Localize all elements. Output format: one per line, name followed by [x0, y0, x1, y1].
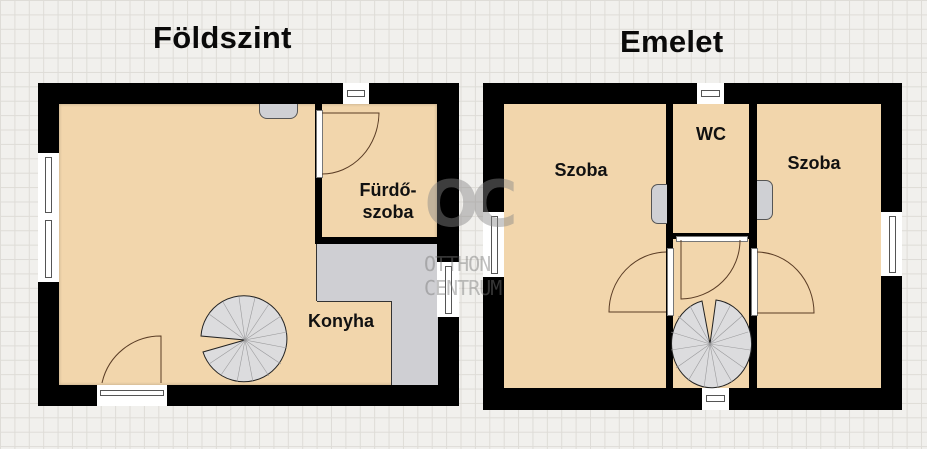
radiator-right-icon: [757, 180, 773, 220]
kitchen-counter-side: [391, 301, 438, 385]
right-room-door-frame: [751, 248, 758, 316]
partition-left: [666, 104, 673, 388]
room-label-kitchen: Konyha: [307, 311, 374, 331]
room-floor-right: [757, 104, 881, 388]
room-label-right-room: Szoba: [787, 153, 841, 173]
wc-door-frame: [676, 236, 748, 242]
room-label-left-room: Szoba: [554, 160, 608, 180]
entrance-door-frame: [97, 385, 167, 406]
watermark-monogram: OC: [424, 168, 517, 242]
room-label-bathroom: Fürdő- szoba: [338, 179, 438, 223]
window-bottom-stairs: [702, 388, 729, 410]
room-floor-left: [504, 104, 666, 388]
bathroom-partition-horizontal: [315, 237, 437, 244]
bathroom-door-frame: [316, 110, 323, 178]
left-room-door-frame: [667, 248, 674, 316]
bathroom-label-line2: szoba: [362, 202, 414, 222]
ground-floor-title: Földszint: [153, 20, 292, 55]
partition-right: [749, 104, 757, 388]
room-label-wc: WC: [696, 124, 726, 144]
window-upper-right: [881, 212, 902, 276]
watermark-line2: CENTRUM: [424, 276, 502, 300]
kitchen-counter-edge-left: [316, 243, 317, 301]
window-left-upper: [38, 153, 59, 216]
window-top-bathroom: [343, 83, 369, 104]
upper-floor-title: Emelet: [620, 24, 724, 59]
window-upper-left: [483, 212, 504, 277]
bathroom-label-line1: Fürdő-: [359, 180, 417, 200]
window-top-wc: [697, 83, 724, 104]
window-right-kitchen: [437, 262, 459, 317]
watermark-logo: OC OTTHON CENTRUM: [422, 150, 518, 300]
radiator-icon: [259, 104, 298, 119]
window-left-lower: [38, 216, 59, 282]
watermark-line1: OTTHON: [424, 252, 491, 276]
kitchen-counter: [317, 243, 437, 301]
kitchen-counter-edge: [317, 301, 392, 302]
radiator-left-icon: [651, 184, 667, 224]
